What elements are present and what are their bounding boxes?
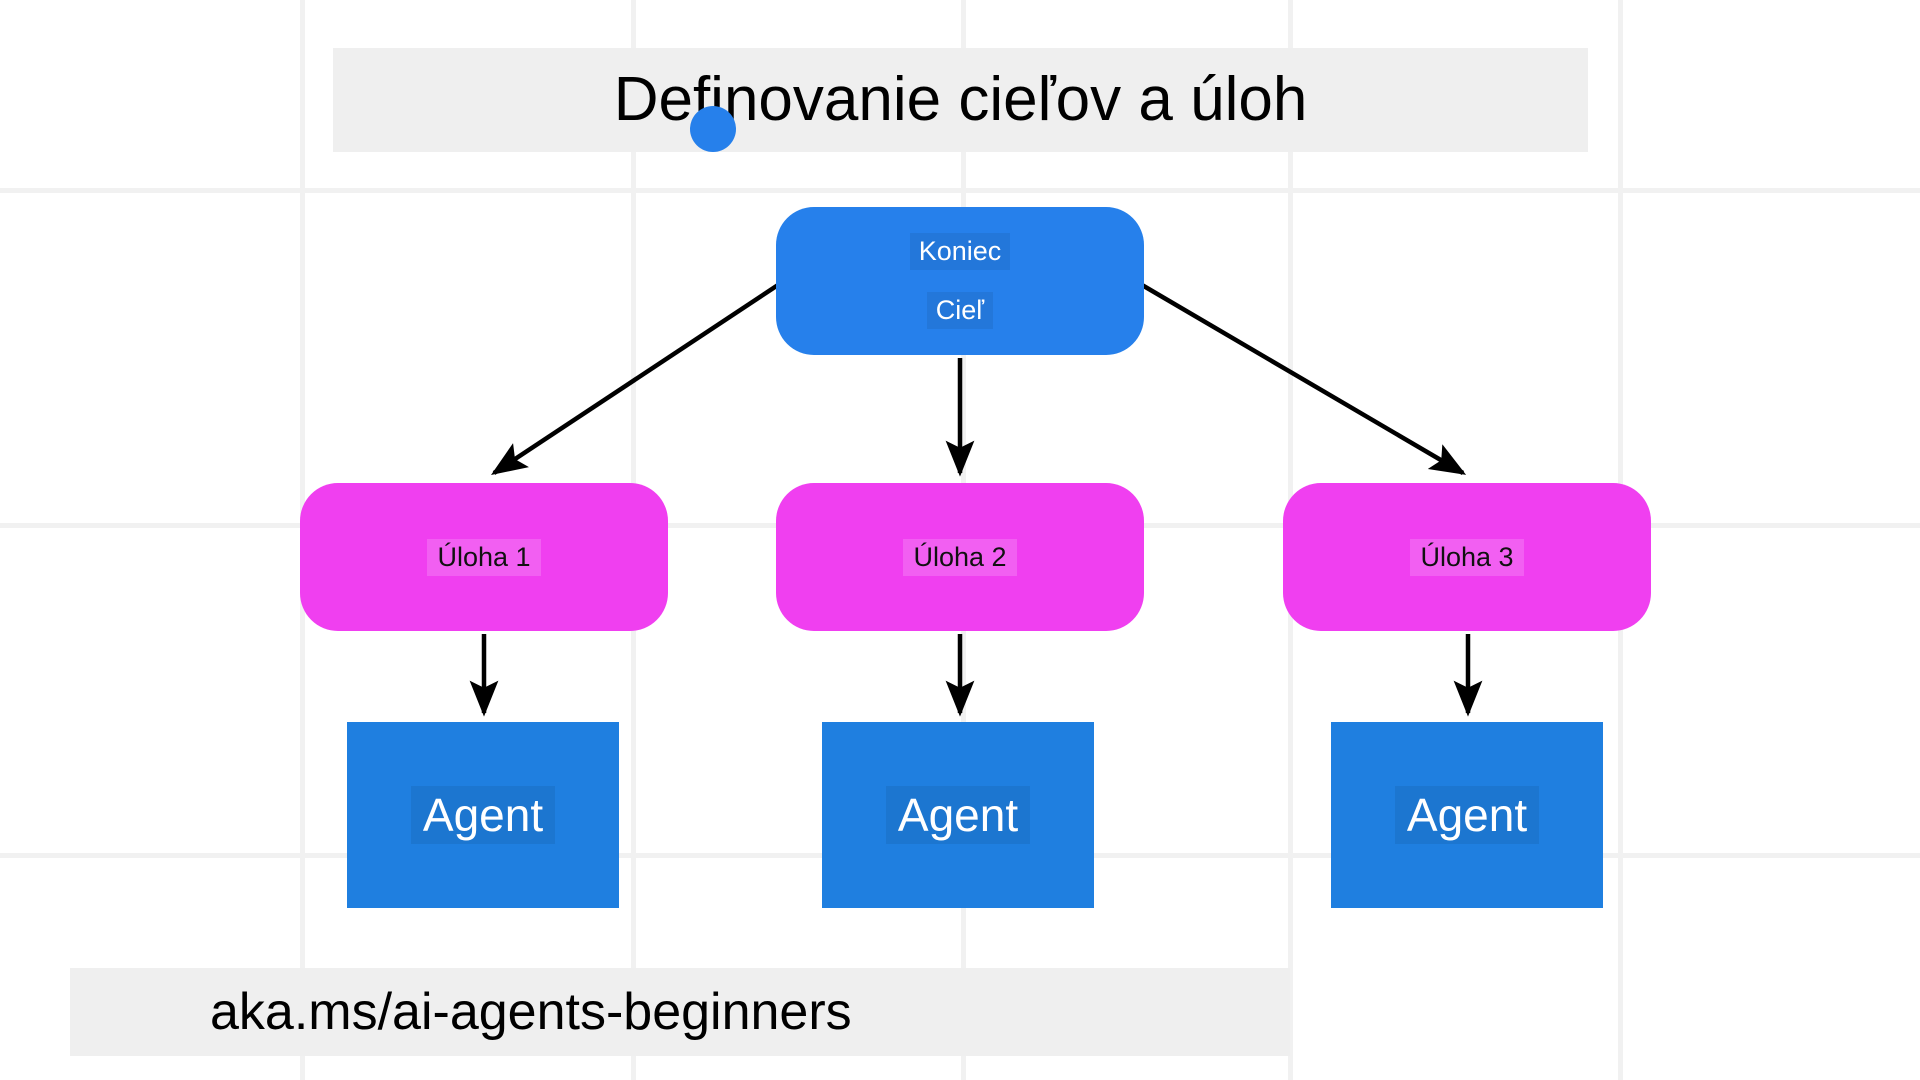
footer-banner: aka.ms/ai-agents-beginners — [70, 968, 1290, 1056]
edge-goal-to-task-3 — [1140, 283, 1467, 475]
node-goal-line-2: Cieľ — [926, 292, 994, 329]
node-agent-3-label: Agent — [1394, 786, 1540, 844]
slide-title-banner: Definovanie cieľov a úloh — [333, 48, 1588, 152]
node-agent-2-label: Agent — [885, 786, 1031, 844]
node-goal-line-1: Koniec — [909, 233, 1011, 270]
node-task-2[interactable]: Úloha 2 — [776, 483, 1144, 631]
footer-url: aka.ms/ai-agents-beginners — [210, 983, 852, 1041]
node-agent-1-label: Agent — [410, 786, 556, 844]
node-goal[interactable]: Koniec Cieľ — [776, 207, 1144, 355]
blue-circle-decoration-icon — [690, 106, 736, 152]
node-task-3[interactable]: Úloha 3 — [1283, 483, 1651, 631]
node-task-2-label: Úloha 2 — [903, 538, 1017, 576]
node-agent-2[interactable]: Agent — [822, 722, 1094, 908]
grid-line-horizontal — [0, 188, 1920, 193]
edge-goal-to-task-1 — [490, 283, 780, 475]
node-task-3-label: Úloha 3 — [1410, 538, 1524, 576]
node-agent-3[interactable]: Agent — [1331, 722, 1603, 908]
node-task-1[interactable]: Úloha 1 — [300, 483, 668, 631]
node-agent-1[interactable]: Agent — [347, 722, 619, 908]
node-task-1-label: Úloha 1 — [427, 538, 541, 576]
